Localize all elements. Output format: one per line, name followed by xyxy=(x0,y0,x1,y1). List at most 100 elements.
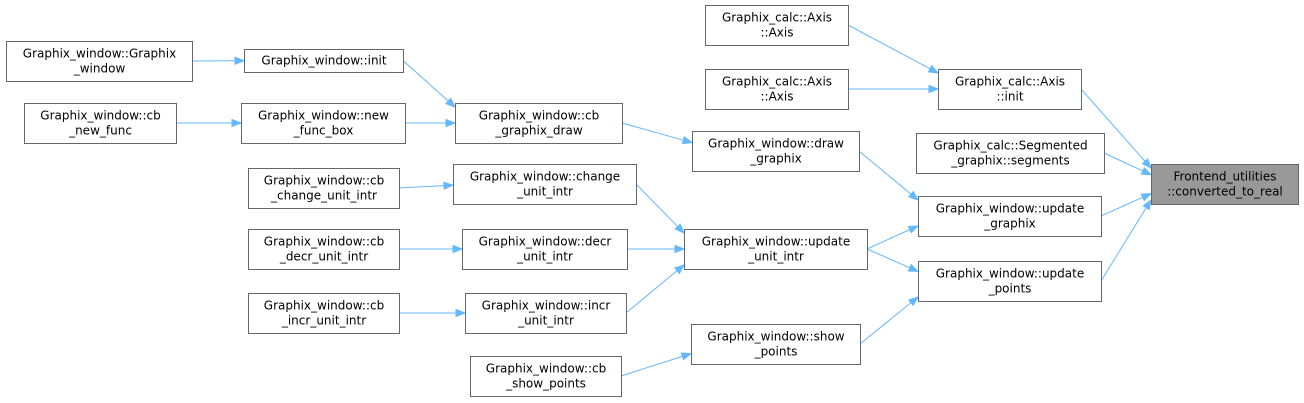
node-box xyxy=(916,133,1105,174)
function-node[interactable]: Graphix_window::new_func_box xyxy=(241,103,406,144)
call-edge xyxy=(191,56,246,65)
call-edge xyxy=(1100,193,1153,217)
node-box xyxy=(691,324,861,365)
call-edge xyxy=(627,244,686,254)
call-edge xyxy=(399,244,464,254)
function-node[interactable]: Graphix_window::Graphix_window xyxy=(6,41,193,82)
node-label-line: Graphix_window::cb xyxy=(264,299,384,313)
node-label-line: _unit_intr xyxy=(516,185,573,199)
node-label-line: Graphix_window::draw xyxy=(708,137,844,151)
node-label-line: _unit_intr xyxy=(517,314,574,328)
node-box xyxy=(918,261,1102,302)
node-label-line: Graphix_window::cb xyxy=(264,174,384,188)
node-label-line: _graphix xyxy=(983,217,1036,231)
node-label-line: Graphix_calc::Axis xyxy=(722,11,832,25)
focus-function-node: Frontend_utilities::converted_to_real xyxy=(1151,164,1299,205)
node-box xyxy=(248,229,400,270)
function-node[interactable]: Graphix_window::cb_change_unit_intr xyxy=(248,168,400,209)
function-node[interactable]: Graphix_window::update_points xyxy=(918,261,1102,302)
node-label-line: ::Axis xyxy=(761,26,794,40)
node-label-line: _func_box xyxy=(293,124,354,138)
node-box xyxy=(241,103,406,144)
node-label-line: _incr_unit_intr xyxy=(281,314,366,328)
node-label-line: _new_func xyxy=(68,124,132,138)
node-label-line: _window xyxy=(73,62,126,76)
node-label-line: _graphix xyxy=(749,152,802,166)
call-edge xyxy=(635,183,685,234)
call-edges xyxy=(176,24,1153,377)
node-label-line: _change_unit_intr xyxy=(270,189,377,203)
call-edge xyxy=(625,264,686,314)
node-label-line: Graphix_window::update xyxy=(702,235,850,249)
function-node[interactable]: Graphix_window::draw_graphix xyxy=(692,131,860,172)
node-label-line: _show_points xyxy=(505,377,586,391)
call-edge xyxy=(398,181,455,190)
call-edge xyxy=(866,225,920,250)
function-node[interactable]: Graphix_calc::Axis::init xyxy=(938,69,1082,110)
call-edge xyxy=(848,84,940,94)
call-edge xyxy=(176,118,243,128)
node-box xyxy=(453,164,637,205)
node-box xyxy=(248,293,400,334)
node-label-line: Graphix_window::cb xyxy=(479,109,599,123)
node-box xyxy=(470,356,622,397)
function-node[interactable]: Graphix_window::show_points xyxy=(691,324,861,365)
node-label-line: Frontend_utilities xyxy=(1174,170,1277,184)
node-label-line: _graphix::segments xyxy=(950,154,1070,168)
node-label-line: Graphix_window::Graphix xyxy=(23,47,176,61)
node-label-line: Graphix_window::update xyxy=(936,202,1084,216)
call-edge xyxy=(621,122,694,145)
node-box xyxy=(938,69,1082,110)
node-label-line: Graphix_window::new xyxy=(258,109,389,123)
call-edge xyxy=(402,60,457,108)
node-label-line: _unit_intr xyxy=(747,250,804,264)
node-box xyxy=(692,131,860,172)
node-label-line: Graphix_window::change xyxy=(470,170,620,184)
call-edge xyxy=(866,248,920,272)
node-label-line: Graphix_calc::Axis xyxy=(955,75,1065,89)
node-label-line: Graphix_window::decr xyxy=(479,235,612,249)
function-node[interactable]: Graphix_window::cb_new_func xyxy=(24,103,177,144)
function-node[interactable]: Graphix_window::update_graphix xyxy=(918,196,1102,237)
node-box xyxy=(248,168,400,209)
function-node[interactable]: Graphix_window::update_unit_intr xyxy=(684,229,868,270)
call-edge xyxy=(1103,152,1153,176)
node-box xyxy=(24,103,177,144)
call-edge xyxy=(858,150,920,201)
node-box xyxy=(705,5,849,46)
node-box xyxy=(705,69,849,110)
function-node[interactable]: Graphix_window::change_unit_intr xyxy=(453,164,637,205)
call-edge xyxy=(847,24,940,74)
function-node[interactable]: Graphix_window::cb_decr_unit_intr xyxy=(248,229,400,270)
node-label-line: Graphix_calc::Segmented xyxy=(933,139,1087,153)
node-box xyxy=(684,229,868,270)
node-box xyxy=(918,196,1102,237)
function-node[interactable]: Graphix_calc::Axis::Axis xyxy=(705,69,849,110)
node-label-line: Graphix_window::incr xyxy=(482,299,611,313)
function-node[interactable]: Graphix_window::init xyxy=(244,49,404,73)
node-label-line: Graphix_window::show xyxy=(707,330,844,344)
node-label-line: _decr_unit_intr xyxy=(279,250,368,264)
node-box xyxy=(6,41,193,82)
node-box xyxy=(465,293,627,334)
node-label-line: ::converted_to_real xyxy=(1167,185,1283,199)
function-node[interactable]: Graphix_window::cb_graphix_draw xyxy=(455,103,623,144)
node-label-line: Graphix_window::update xyxy=(936,267,1084,281)
call-edge xyxy=(405,118,457,128)
function-nodes: Graphix_window::Graphix_windowGraphix_wi… xyxy=(6,5,1299,397)
function-node[interactable]: Graphix_calc::Segmented_graphix::segment… xyxy=(916,133,1105,174)
call-edge xyxy=(859,296,920,345)
node-label-line: _unit_intr xyxy=(516,250,573,264)
function-node[interactable]: Graphix_window::cb_incr_unit_intr xyxy=(248,293,400,334)
call-edge xyxy=(1080,88,1152,170)
function-node[interactable]: Graphix_window::incr_unit_intr xyxy=(465,293,627,334)
call-edge xyxy=(1100,198,1152,282)
node-label-line: ::init xyxy=(996,90,1023,104)
function-node[interactable]: Graphix_window::decr_unit_intr xyxy=(462,229,628,270)
function-node[interactable]: Graphix_calc::Axis::Axis xyxy=(705,5,849,46)
node-box xyxy=(1151,164,1299,205)
node-label-line: ::Axis xyxy=(761,90,794,104)
node-label-line: _points xyxy=(988,282,1032,296)
function-node[interactable]: Graphix_window::cb_show_points xyxy=(470,356,622,397)
